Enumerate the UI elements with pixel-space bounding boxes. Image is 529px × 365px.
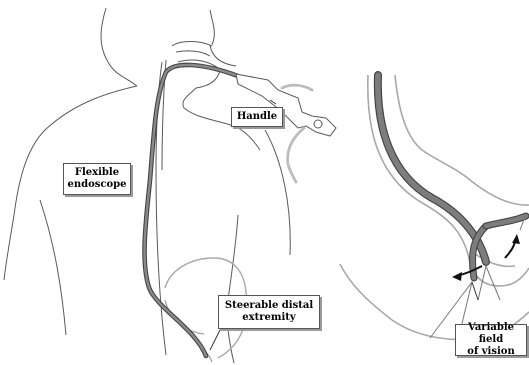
steerable-distal-extremity-label: Steerable distal extremity	[218, 295, 320, 329]
variable-field-of-vision-label: Variable field of vision	[455, 324, 527, 356]
leader-line-right	[472, 282, 478, 300]
variable-field-line1: Variable field	[456, 322, 526, 346]
esophagus-wall	[340, 75, 529, 339]
arrow-head-up	[512, 234, 520, 244]
flexible-endoscope-line2: endoscope	[64, 179, 130, 191]
handle-label-text: Handle	[232, 111, 282, 123]
flexible-endoscope-label: Flexible endoscope	[63, 163, 131, 195]
arrow-head-left	[452, 272, 462, 281]
steerable-line1: Steerable distal	[219, 300, 319, 312]
flexible-endoscope-line1: Flexible	[64, 167, 130, 179]
handle-label: Handle	[231, 107, 283, 127]
variable-field-line2: of vision	[456, 346, 526, 358]
steerable-line2: extremity	[219, 312, 319, 324]
